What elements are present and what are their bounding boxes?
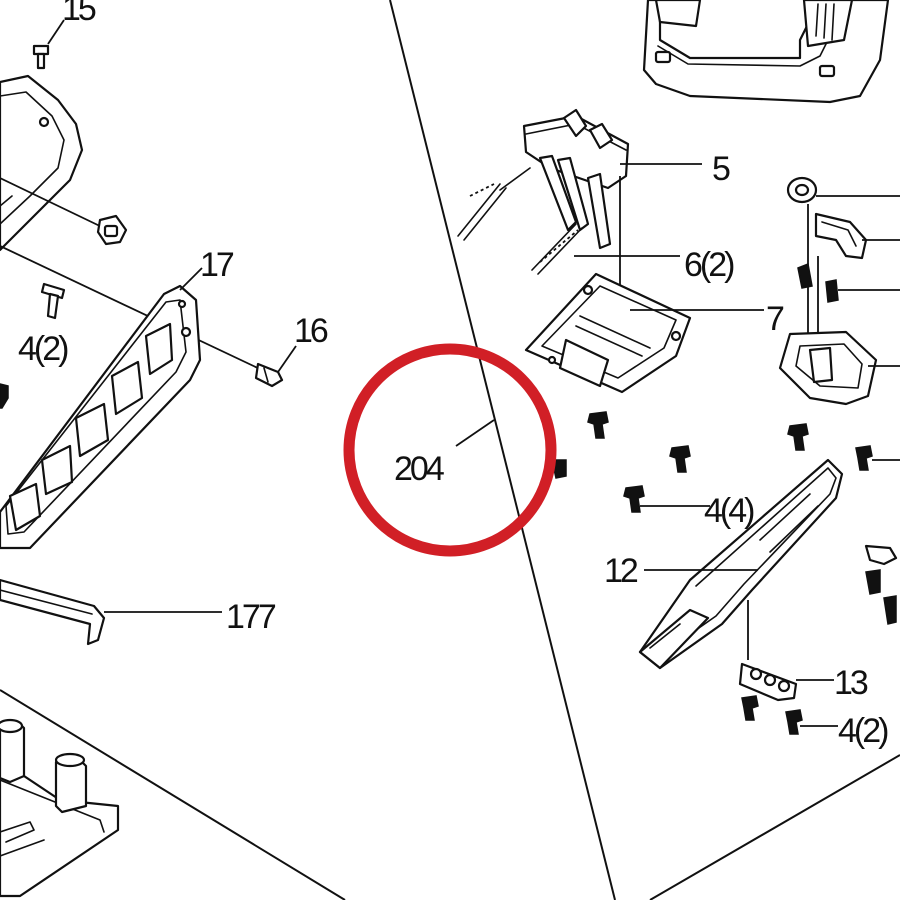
- callout-13: 13: [834, 664, 868, 702]
- callout-16: 16: [294, 312, 328, 350]
- screw-4-2-left-part: [0, 282, 66, 409]
- callout-6-2: 6(2): [684, 246, 734, 284]
- callout-177: 177: [226, 598, 276, 636]
- bracket-7-part: [524, 272, 764, 394]
- frame-17-part: [0, 267, 203, 550]
- callout-15: 15: [62, 0, 96, 28]
- callout-labels: 15 17 4(2) 16 177 204 5 6(2) 7 4(4) 12 1…: [18, 0, 891, 750]
- slider-12-part: [638, 458, 844, 670]
- nut-part: [0, 177, 128, 246]
- callout-12: 12: [604, 552, 638, 590]
- highlight-circle: [343, 343, 557, 557]
- callout-5: 5: [712, 150, 730, 188]
- bar-177-part: [0, 578, 222, 646]
- clip-parts: [864, 544, 898, 625]
- screws-4-2-right-part: [741, 695, 838, 735]
- plate-13-part: [738, 662, 834, 702]
- callout-17: 17: [200, 246, 234, 284]
- screws-4-4-part: [551, 411, 900, 513]
- housing-cover-part: [0, 74, 84, 252]
- screw-15-part: [32, 19, 65, 70]
- latch-assembly-part: [778, 176, 900, 406]
- circuit-board-part: [0, 718, 120, 898]
- callout-4-4: 4(4): [704, 492, 754, 530]
- connector-block-part: [642, 0, 890, 104]
- callout-204-leader: [455, 419, 495, 447]
- callout-204: 204: [394, 450, 444, 488]
- callout-4-2-left: 4(2): [18, 330, 68, 368]
- callout-4-2-right: 4(2): [838, 712, 888, 750]
- switch-5-part: [457, 108, 702, 318]
- rod-16-part: [0, 245, 297, 388]
- spring-6-2-part: [531, 223, 680, 275]
- callout-7: 7: [766, 300, 784, 338]
